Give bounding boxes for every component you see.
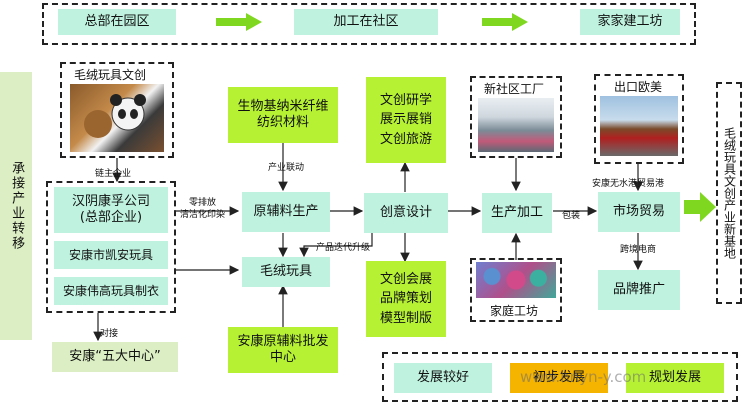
five-centers: 安康“五大中心”: [52, 342, 178, 372]
company-kangfu: 汉阴康孚公司 (总部企业): [54, 187, 168, 233]
home-workshop-photo: [476, 262, 556, 298]
home-workshop-title: 家庭工坊: [490, 304, 539, 318]
label-chain-enterprise: 链主企业: [95, 169, 132, 179]
brand-promotion: 品牌推广: [598, 270, 680, 310]
plush-card-title: 毛绒玩具文创: [74, 68, 147, 82]
legend-initial-development: 初步发展: [510, 363, 608, 393]
flow-step-processing: 加工在社区: [294, 9, 438, 35]
label-packaging: 包装: [562, 211, 581, 221]
label-dock: 对接: [100, 329, 119, 339]
creative-design: 创意设计: [364, 193, 448, 233]
bio-nanofiber-materials: 生物基纳米纤维 纺织材料: [228, 87, 338, 143]
plush-card: [60, 62, 174, 158]
home-workshop-card: [470, 258, 562, 322]
label-product-iteration: 产品迭代升级: [316, 243, 371, 253]
legend-planned-development: 规划发展: [626, 363, 724, 393]
new-base-frame: [716, 82, 742, 304]
export-card-title: 出口欧美: [614, 80, 663, 94]
creative-expo-branding: 文创会展 品牌策划 模型制版: [366, 261, 446, 337]
community-factory-card: [470, 76, 562, 158]
creative-study-tourism: 文创研学 展示展销 文创旅游: [366, 77, 446, 163]
export-train-photo: [600, 96, 678, 156]
plush-toys-node: 毛绒玩具: [242, 257, 330, 287]
company-weigao: 安康伟高玩具制衣: [54, 277, 168, 305]
legend-frame: [382, 352, 738, 402]
label-zero-emission: 零排放 清洁化印染: [180, 198, 226, 220]
community-factory-photo: [478, 98, 554, 152]
flow-step-headquarters: 总部在园区: [58, 9, 176, 35]
industry-transfer-panel: 承接产业转移: [0, 72, 32, 340]
companies-frame: [46, 181, 176, 313]
legend-developed-well: 发展较好: [394, 363, 492, 393]
label-industry-link: 产业联动: [268, 163, 305, 173]
company-kaian: 安康市凯安玩具: [54, 241, 168, 269]
ankang-wholesale-center: 安康原辅料批发 中心: [228, 327, 338, 373]
flow-step-workshop: 家家建工坊: [580, 9, 680, 35]
label-dry-port: 安康无水港贸易港: [592, 179, 665, 189]
community-factory-title: 新社区工厂: [484, 82, 545, 96]
watermark: www.hnyn-y.com: [520, 368, 647, 386]
production-processing: 生产加工: [482, 193, 552, 233]
plush-toys-photo: [70, 84, 164, 152]
label-cross-border-ecommerce: 跨境电商: [620, 245, 657, 255]
top-flow-frame: [42, 3, 696, 45]
export-card: [594, 74, 684, 164]
market-trade: 市场贸易: [598, 192, 680, 232]
panda-toy-icon: [84, 94, 146, 138]
raw-material-production: 原辅料生产: [242, 192, 330, 232]
new-industry-base: 毛绒玩具文创产业新基地: [722, 127, 737, 259]
